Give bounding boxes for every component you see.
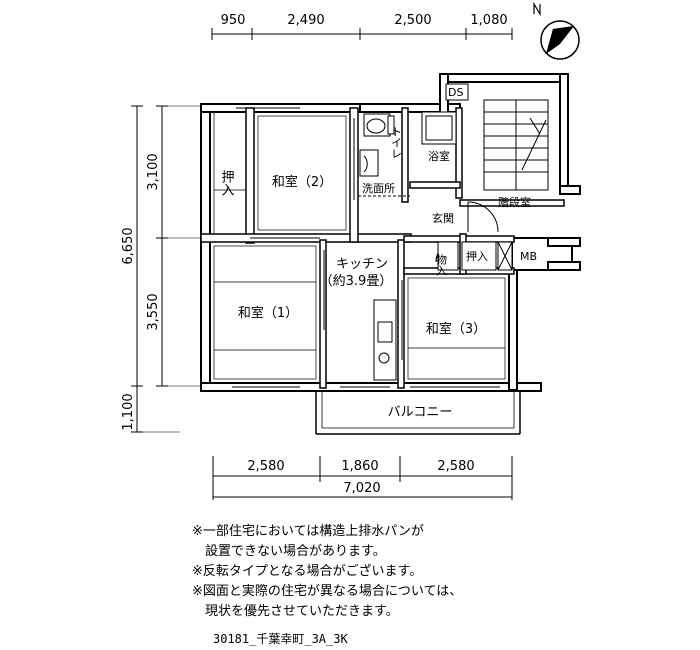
bottom-dim-1: 2,580 — [247, 459, 284, 474]
plan-caption: 30181_千葉幸町_3A_3K — [213, 632, 348, 646]
staircase-icon — [483, 99, 549, 191]
note-line: 設置できない場合があります。 — [192, 544, 386, 559]
bottom-total-dim: 7,020 — [343, 481, 380, 496]
tatami-grid — [209, 111, 510, 384]
top-dim-3: 2,500 — [394, 13, 431, 28]
notes-block: ※一部住宅においては構造上排水パンが 設置できない場合があります。 ※反転タイプ… — [192, 522, 462, 622]
bottom-dimension-lines — [212, 456, 513, 500]
washroom-label: 洗面所 — [362, 182, 395, 195]
left-dimension-lines — [131, 105, 200, 433]
left-total-dim: 6,650 — [121, 227, 136, 264]
oshiire-left-label: 押入 — [219, 170, 235, 196]
bathtub-icon — [421, 111, 457, 145]
ds-label: DS — [448, 86, 463, 99]
left-dim-1: 3,100 — [146, 153, 161, 190]
balcony-label: バルコニー — [388, 405, 453, 420]
kitchen-counter-icon — [373, 299, 397, 381]
sliding-doors — [232, 107, 500, 388]
mb-label: MB — [520, 250, 537, 263]
kitchen-label-1: キッチン — [336, 257, 388, 272]
mb-box — [497, 241, 513, 271]
kitchen-label-2: （約3.9畳） — [320, 274, 393, 289]
sink-icon — [359, 149, 379, 177]
bottom-dim-2: 1,860 — [341, 459, 378, 474]
bath-label: 浴室 — [428, 149, 450, 163]
north-arrow-icon — [533, 1, 580, 60]
washitsu1-label: 和室（1） — [238, 305, 298, 321]
washitsu2-label: 和室（2） — [272, 174, 332, 190]
note-line: 現状を優先させていただきます。 — [192, 604, 399, 619]
top-dim-4: 1,080 — [470, 13, 507, 28]
monoin-label: 物入 — [435, 253, 448, 276]
note-line: ※反転タイプとなる場合がございます。 — [192, 564, 423, 579]
bottom-dim-3: 2,580 — [437, 459, 474, 474]
note-line: ※一部住宅においては構造上排水パンが — [192, 524, 424, 539]
balcony-outline — [315, 391, 521, 435]
left-dim-3: 1,100 — [121, 393, 136, 430]
oshiire-right-label: 押入 — [466, 249, 488, 263]
toilet-fixture-icon — [363, 113, 395, 137]
top-dim-2: 2,490 — [287, 13, 324, 28]
top-dim-1: 950 — [221, 13, 246, 28]
top-dimension-line — [211, 28, 513, 40]
note-line: ※図面と実際の住宅が異なる場合については、 — [192, 584, 463, 599]
genkan-label: 玄関 — [432, 211, 454, 225]
washitsu3-label: 和室（3） — [426, 321, 486, 337]
toilet-label: トイレ — [390, 126, 403, 159]
left-dim-2: 3,550 — [146, 293, 161, 330]
stairs-label: 階段室 — [498, 195, 531, 209]
